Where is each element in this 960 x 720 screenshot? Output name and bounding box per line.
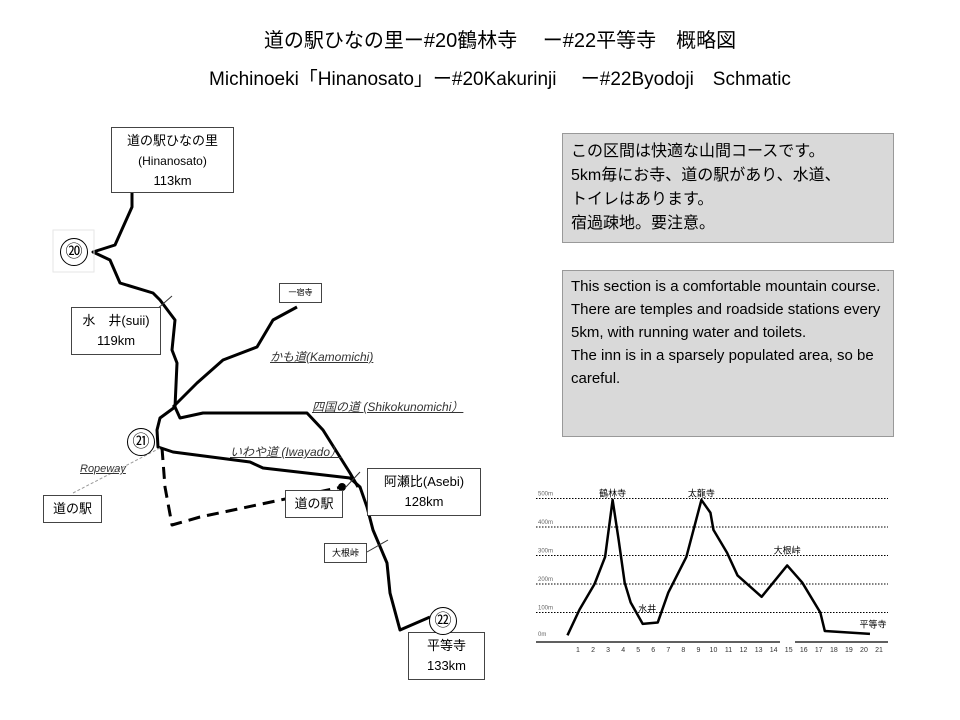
place-km: 113km [153, 173, 192, 188]
note-line: This section is a comfortable mountain c… [571, 278, 881, 295]
byodoji-box: 平等寺 133km [408, 632, 485, 680]
shikoku-label: 四国の道 (Shikokunomichi） [312, 400, 464, 414]
y-tick-label: 500m [538, 492, 553, 498]
note-ja: この区間は快適な山間コースです。 5km毎にお寺、道の駅があり、水道、 トイレは… [562, 133, 894, 243]
x-tick-label: 11 [725, 647, 732, 654]
place-roman: (Hinanosato) [138, 154, 207, 168]
x-tick-label: 21 [875, 647, 883, 654]
ropeway-label: Ropeway [80, 463, 126, 475]
y-tick-label: 300m [538, 549, 553, 555]
place-km: 128km [404, 494, 444, 509]
place-km: 133km [426, 658, 467, 673]
shikoku-route [173, 406, 360, 488]
x-tick-label: 7 [666, 647, 670, 654]
x-tick-label: 3 [606, 647, 610, 654]
iwayado-label: いわや道 (Iwayado） [230, 445, 343, 459]
hinanosato-box: 道の駅ひなの里 (Hinanosato) 113km [111, 127, 234, 193]
place-name: 水 井(suii) [82, 313, 150, 328]
peak-label: 鶴林寺 [599, 488, 626, 499]
kamomichi-route [171, 305, 298, 409]
note-line: この区間は快適な山間コースです。 [571, 143, 825, 160]
x-tick-label: 20 [860, 647, 868, 654]
place-name: 阿瀬比(Asebi) [383, 474, 465, 489]
note-line: トイレはあります。 [571, 191, 714, 208]
x-tick-label: 10 [710, 647, 718, 654]
place-name: 平等寺 [426, 638, 466, 653]
station-left-box: 道の駅 [43, 495, 102, 523]
note-line: 5km毎にお寺、道の駅があり、水道、 [571, 167, 841, 184]
x-tick-label: 1 [576, 647, 580, 654]
x-tick-label: 5 [636, 647, 640, 654]
temple-22-marker: ㉒ [429, 607, 457, 635]
y-tick-label: 0m [538, 632, 546, 638]
place-km: 119km [96, 333, 136, 348]
place-name: 道の駅ひなの里 [126, 133, 218, 148]
y-tick-label: 200m [538, 577, 553, 583]
x-tick-label: 8 [681, 647, 685, 654]
x-tick-label: 12 [740, 647, 748, 654]
station-dot [338, 483, 346, 491]
temple-21-marker: ㉑ [127, 428, 155, 456]
note-line: There are temples and roadside stations … [571, 301, 881, 341]
x-tick-label: 6 [651, 647, 655, 654]
ropeway-line [72, 447, 161, 494]
elevation-line [566, 498, 871, 636]
ichijukuji-box: 一宿寺 [279, 283, 322, 303]
note-en: This section is a comfortable mountain c… [562, 270, 894, 437]
note-line: The inn is in a sparsely populated area,… [571, 347, 874, 387]
kamomichi-label: かも道(Kamomichi) [270, 350, 374, 364]
x-tick-label: 17 [815, 647, 823, 654]
title-ja: 道の駅ひなの里ー#20鶴林寺 ー#22平等寺 概略図 [263, 30, 737, 52]
x-tick-label: 19 [845, 647, 853, 654]
y-tick-label: 400m [538, 520, 553, 526]
y-tick-label: 100m [538, 606, 553, 612]
dashed-route [160, 447, 343, 527]
x-tick-label: 15 [785, 647, 793, 654]
x-tick-label: 13 [755, 647, 763, 654]
note-line: 宿過疎地。要注意。 [571, 215, 716, 232]
x-tick-label: 18 [830, 647, 838, 654]
x-tick-label: 4 [621, 647, 625, 654]
temple-20-marker: ⑳ [60, 238, 88, 266]
x-tick-label: 14 [770, 647, 778, 654]
station-mid-box: 道の駅 [285, 490, 343, 518]
peak-label: 平等寺 [859, 619, 886, 630]
peak-label: 大根峠 [774, 545, 801, 556]
asebi-box: 阿瀬比(Asebi) 128km [367, 468, 481, 516]
x-tick-label: 16 [800, 647, 808, 654]
x-tick-label: 9 [696, 647, 700, 654]
x-tick-label: 2 [591, 647, 595, 654]
main-route [91, 193, 431, 632]
one-toge-box: 大根峠 [324, 543, 367, 563]
title-en: Michinoeki「Hinanosato」ー#20Kakurinji ー#22… [209, 69, 791, 90]
peak-label: 太龍寺 [688, 488, 715, 499]
suii-box: 水 井(suii) 119km [71, 307, 161, 355]
peak-label: 水井 [638, 603, 656, 614]
